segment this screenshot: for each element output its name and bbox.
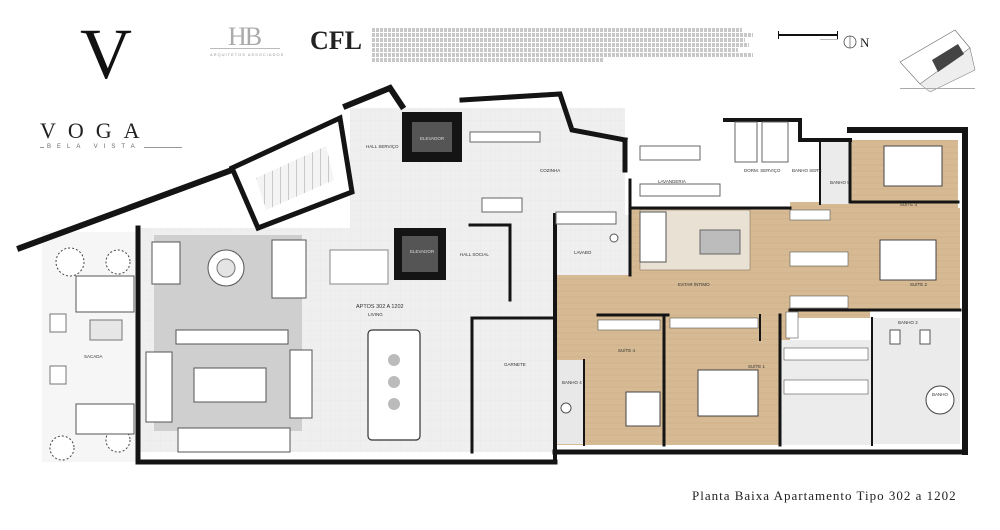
dining-table xyxy=(367,329,421,441)
site-key-plan xyxy=(899,29,976,93)
service-elevator xyxy=(402,112,462,162)
label-sacada: SACADA xyxy=(84,354,103,359)
label-banho-servico: BANHO SERV. xyxy=(792,168,822,173)
label-living-title: APTOS 302 A 1202 xyxy=(356,304,404,310)
label-elevador-social: ELEVADOR xyxy=(410,249,435,254)
label-elevador-servico: ELEVADOR xyxy=(420,136,445,141)
social-elevator xyxy=(394,228,446,280)
kitchen-counters xyxy=(469,121,789,225)
label-banho-4: BANHO 4 xyxy=(562,380,582,385)
beds xyxy=(625,145,943,427)
label-hall-social: HALL SOCIAL xyxy=(460,252,489,257)
sacada-furniture xyxy=(49,247,135,461)
room-labels: ELEVADOR HALL SERVIÇO COZINHA LAVANDERIA… xyxy=(84,136,949,397)
scale-and-north: N xyxy=(778,29,976,93)
legal-fine-print xyxy=(372,28,757,68)
brand-subtitle: BELA VISTA xyxy=(44,144,144,150)
label-lavabo: LAVABO xyxy=(574,250,592,255)
label-suite-4: SUÍTE 4 xyxy=(618,347,636,353)
north-label: N xyxy=(860,35,870,50)
bath-fixtures xyxy=(560,233,955,415)
label-suite-3: SUÍTE 3 xyxy=(900,201,918,207)
architect-logo: HB xyxy=(228,22,262,51)
developer-logo: CFL xyxy=(310,26,362,55)
label-lavanderia: LAVANDERIA xyxy=(658,179,686,184)
brand-name: VOGA xyxy=(40,118,152,143)
label-suite-2: SUÍTE 2 xyxy=(910,281,928,287)
label-estar-intimo: ESTAR ÍNTIMO xyxy=(678,281,710,287)
label-dorm-servico: DORM. SERVIÇO xyxy=(744,168,781,173)
plan-caption: Planta Baixa Apartamento Tipo 302 a 1202 xyxy=(692,488,957,503)
estar-intimo-furniture xyxy=(639,209,751,271)
label-banho-2: BANHO 2 xyxy=(898,320,918,325)
label-banho-1: BANHO xyxy=(932,392,949,397)
label-suite-1: SUÍTE 1 xyxy=(748,363,766,369)
label-living: LIVING xyxy=(368,312,383,317)
north-compass-icon: N xyxy=(843,35,870,50)
walls xyxy=(16,84,968,465)
stairwell xyxy=(228,114,355,232)
label-banho-5: BANHO 5 xyxy=(830,180,850,185)
architect-logo-tagline: ARQUITETOS ASSOCIADOS xyxy=(210,52,285,57)
wardrobes xyxy=(597,209,869,395)
label-garnete: GARNETE xyxy=(504,362,526,367)
label-cozinha: COZINHA xyxy=(540,168,560,173)
brand-logo-letter: V xyxy=(80,14,132,94)
living-furniture xyxy=(145,239,389,453)
architect-logo-rule xyxy=(210,48,280,49)
label-hall-servico: HALL SERVIÇO xyxy=(366,144,399,149)
scale-bar xyxy=(778,31,838,40)
